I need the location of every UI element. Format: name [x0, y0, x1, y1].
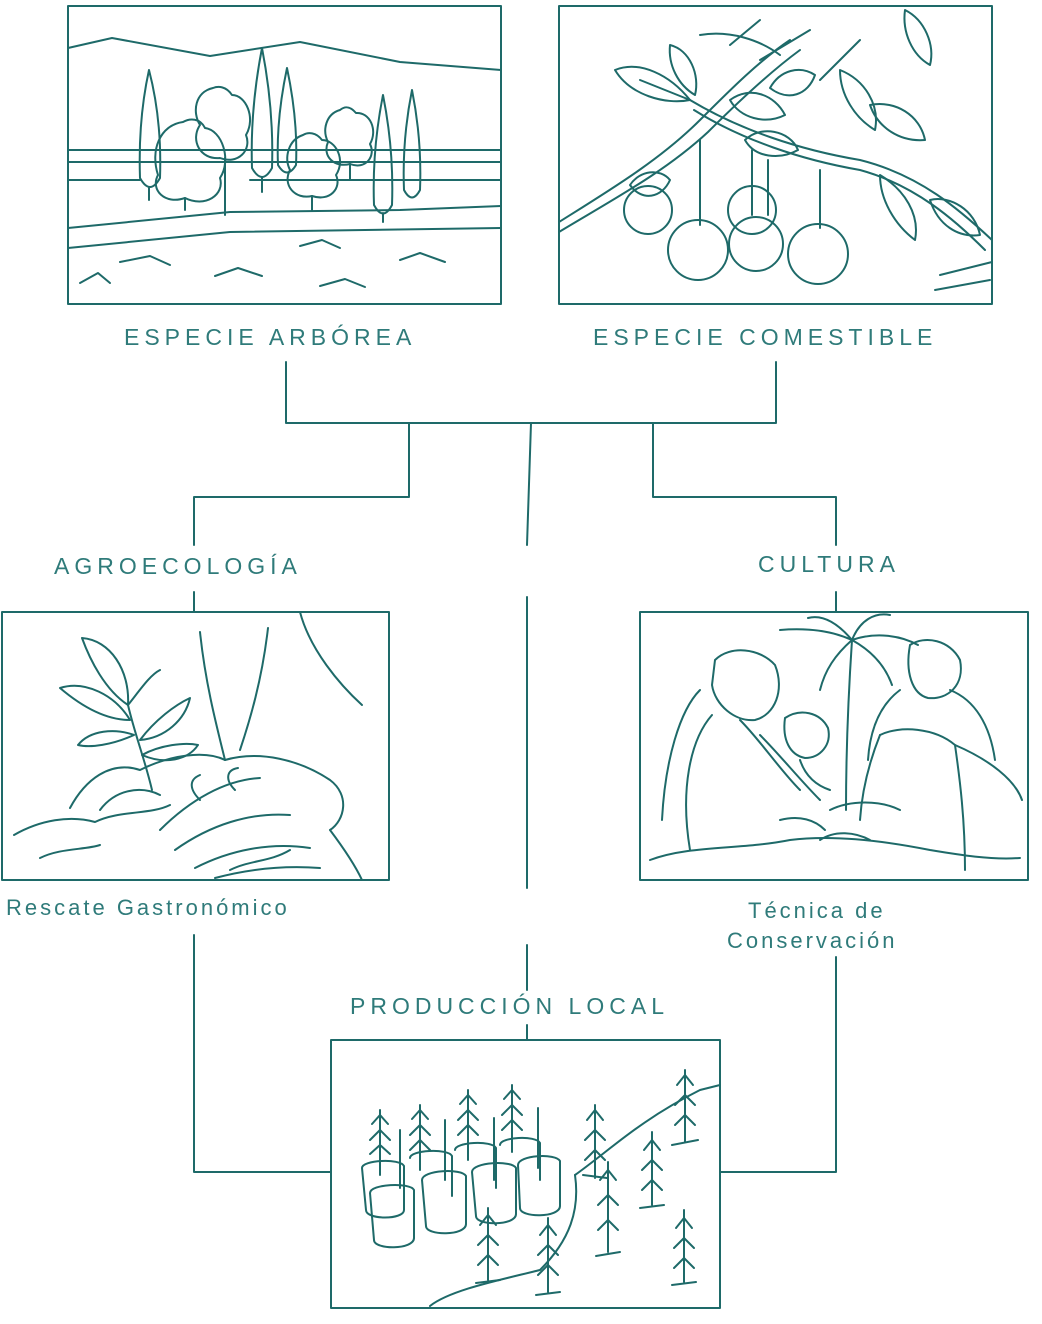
people-planting-illustration	[639, 611, 1029, 881]
label-rescate-gastronomico: Rescate Gastronómico	[6, 895, 290, 920]
fruit-branch-illustration	[558, 5, 993, 305]
connector-lines	[193, 361, 837, 1173]
label-especie-comestible: ESPECIE COMESTIBLE	[593, 324, 938, 350]
label-especie-arborea: ESPECIE ARBÓREA	[124, 324, 417, 350]
label-tecnica-line1: Técnica de	[748, 898, 886, 923]
hands-planting-illustration	[1, 611, 390, 881]
tree-landscape-illustration	[67, 5, 502, 305]
label-cultura: CULTURA	[758, 551, 900, 577]
seedling-pots-illustration	[330, 1039, 721, 1309]
label-tecnica-line2: Conservación	[727, 928, 898, 953]
label-produccion-local: PRODUCCIÓN LOCAL	[350, 993, 669, 1019]
label-agroecologia: AGROECOLOGÍA	[54, 553, 302, 579]
